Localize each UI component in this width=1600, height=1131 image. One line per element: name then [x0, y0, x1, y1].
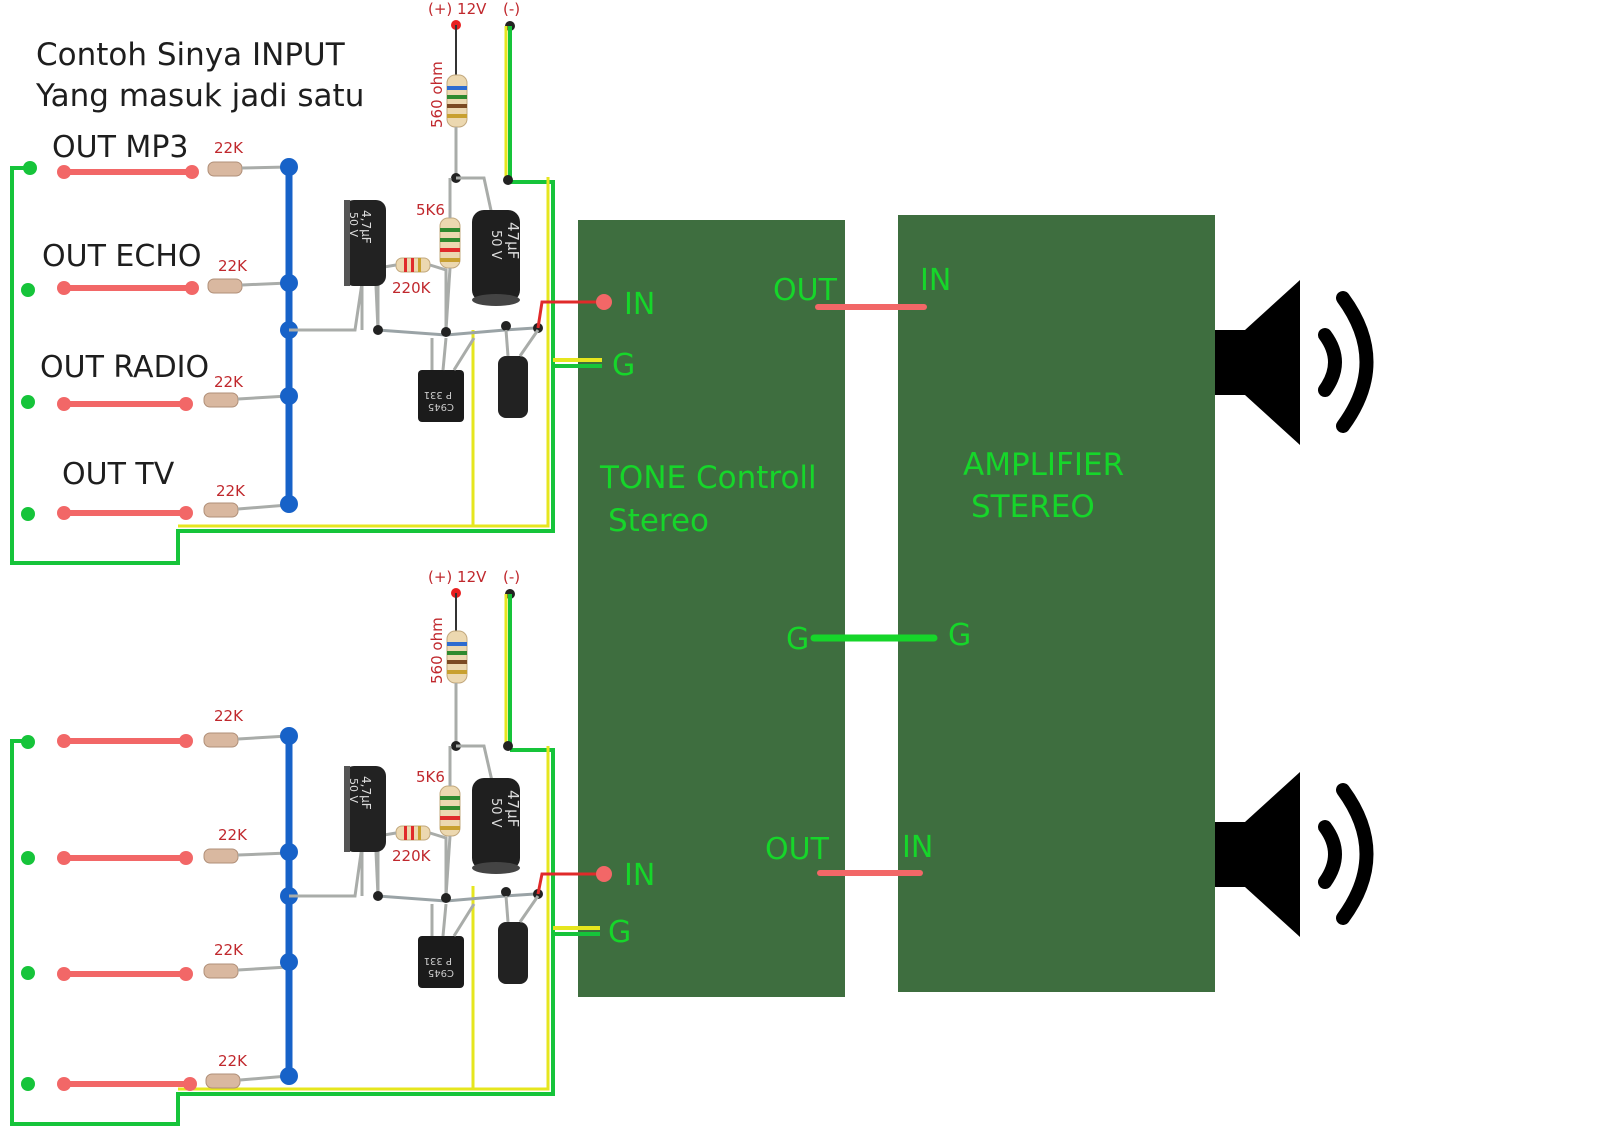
tone-in-label-bottom: IN	[624, 858, 655, 893]
svg-text:50 V: 50 V	[347, 212, 360, 237]
amplifier-title: AMPLIFIER	[963, 447, 1124, 483]
caption-line-2: Yang masuk jadi satu	[35, 78, 364, 114]
svg-text:4,7µF: 4,7µF	[359, 210, 373, 244]
svg-text:(+) 12V: (+) 12V	[428, 568, 487, 586]
resistor-560-label: 560 ohm	[428, 61, 446, 128]
svg-text:22K: 22K	[218, 257, 248, 275]
capacitor-47u	[472, 210, 520, 302]
input-label-mp3: OUT MP3	[52, 130, 189, 165]
amp-in-label-top: IN	[920, 263, 951, 298]
svg-text:220K: 220K	[392, 847, 432, 865]
speaker-icon-bottom	[1215, 772, 1374, 937]
speaker-icon-top	[1215, 280, 1374, 445]
tone-out-label-bottom: OUT	[765, 832, 830, 867]
tone-g-label: G	[786, 622, 809, 657]
tone-g-label-top: G	[612, 348, 635, 383]
svg-text:C945: C945	[428, 401, 454, 412]
svg-text:560 ohm: 560 ohm	[428, 617, 446, 684]
svg-text:22K: 22K	[218, 826, 248, 844]
mixer-channel-top: OUT MP3 OUT ECHO OUT RADIO OUT TV 22K 22…	[10, 0, 655, 565]
caption-line-1: Contoh Sinya INPUT	[36, 37, 346, 73]
svg-text:4,7µF: 4,7µF	[359, 776, 373, 810]
amplifier-block	[898, 215, 1215, 992]
tone-out-label-top: OUT	[773, 273, 838, 308]
svg-text:47µF: 47µF	[504, 790, 522, 827]
svg-text:50 V: 50 V	[488, 798, 503, 828]
ground-wire-top	[10, 166, 555, 565]
resistor-22k: 22K	[207, 139, 289, 177]
transistor-c945	[418, 370, 464, 422]
svg-text:22K: 22K	[214, 941, 244, 959]
svg-text:22K: 22K	[218, 1052, 248, 1070]
resistor-5k6-label: 5K6	[416, 201, 445, 219]
tone-control-block	[578, 220, 845, 997]
input-label-radio: OUT RADIO	[40, 350, 209, 385]
svg-text:47µF: 47µF	[504, 222, 522, 259]
supply-positive-label: (+) 12V	[428, 0, 487, 18]
svg-text:(-): (-)	[503, 568, 520, 586]
amplifier-subtitle: STEREO	[971, 489, 1095, 525]
ground-wire-bottom	[10, 739, 555, 1126]
input-label-echo: OUT ECHO	[42, 239, 202, 274]
supply-negative-label: (-)	[503, 0, 520, 18]
input-label-tv: OUT TV	[62, 457, 175, 492]
svg-text:22K: 22K	[214, 139, 244, 157]
svg-text:22K: 22K	[216, 482, 246, 500]
tone-in-label-top: IN	[624, 287, 655, 322]
resistor-220k-label: 220K	[392, 279, 432, 297]
svg-text:22K: 22K	[214, 707, 244, 725]
capacitor-4u7-output	[498, 356, 528, 418]
tone-control-subtitle: Stereo	[608, 503, 709, 539]
amp-g-label: G	[948, 618, 971, 653]
svg-text:C945: C945	[428, 967, 454, 978]
tone-control-title: TONE Controll	[599, 460, 817, 496]
svg-text:50 V: 50 V	[347, 778, 360, 803]
tone-g-label-bottom: G	[608, 915, 631, 950]
mixer-channel-bottom: 22K 22K 22K 22K (+) 12V (-)	[10, 568, 655, 1126]
svg-text:50 V: 50 V	[488, 230, 503, 260]
svg-text:22K: 22K	[214, 373, 244, 391]
svg-text:5K6: 5K6	[416, 768, 445, 786]
capacitor-4u7	[344, 200, 386, 286]
svg-text:P 331: P 331	[424, 955, 452, 966]
amp-in-label-bottom: IN	[902, 830, 933, 865]
svg-text:P 331: P 331	[424, 389, 452, 400]
